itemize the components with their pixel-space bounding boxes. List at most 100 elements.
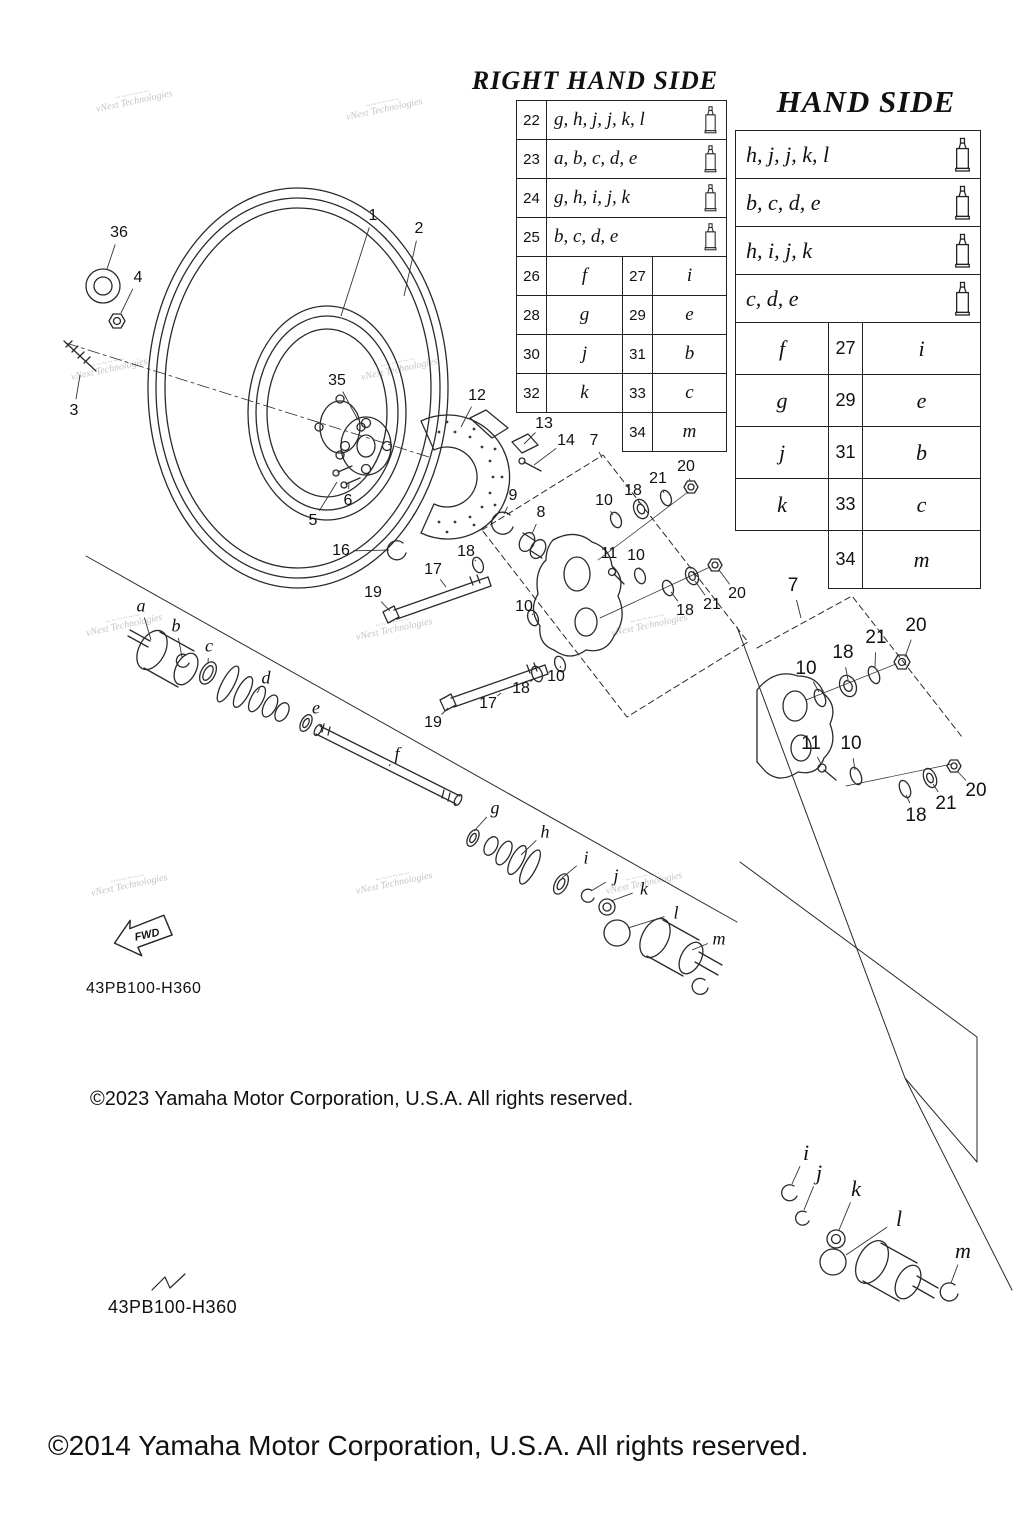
letters-text: c, d, e xyxy=(746,285,799,311)
grease-tube-icon xyxy=(953,281,972,316)
callout-21: 21 xyxy=(649,470,667,487)
table-row: c, d, e xyxy=(734,274,982,323)
stud-11 xyxy=(607,567,647,585)
copyright-2023: ©2023 Yamaha Motor Corporation, U.S.A. A… xyxy=(90,1088,634,1110)
callout-10: 10 xyxy=(595,492,613,509)
callout-36: 36 xyxy=(110,224,128,241)
grease-tube-icon xyxy=(703,145,718,173)
part-number-cell: 29 xyxy=(622,295,653,335)
part-letter-cell: c xyxy=(651,373,728,413)
table-row: b, c, d, e xyxy=(734,178,982,227)
callout-16: 16 xyxy=(332,542,350,559)
callout-8: 8 xyxy=(536,504,546,521)
letters-text: a, b, c, d, e xyxy=(554,148,638,169)
callout-h: h xyxy=(540,821,550,842)
callout-b: b xyxy=(171,615,181,636)
callout-10: 10 xyxy=(627,547,645,564)
part-number-cell: 32 xyxy=(516,373,547,413)
callout-11: 11 xyxy=(600,545,618,562)
callout-18: 18 xyxy=(512,680,530,697)
part-letter-cell: m xyxy=(651,412,728,452)
circlip-16 xyxy=(386,540,407,561)
copyright-2014: ©2014 Yamaha Motor Corporation, U.S.A. A… xyxy=(48,1430,809,1461)
callout-20: 20 xyxy=(905,615,927,636)
callout-m: m xyxy=(955,1238,971,1263)
part-letter-cell: m xyxy=(861,530,982,589)
part-number-cell: 31 xyxy=(828,426,863,479)
letters-text: g, h, i, j, k xyxy=(554,187,630,208)
callout-21: 21 xyxy=(865,627,887,648)
callout-7: 7 xyxy=(589,432,599,449)
grease-tube-icon xyxy=(703,184,718,212)
callout-13: 13 xyxy=(535,415,553,432)
part-number-cell: 29 xyxy=(828,374,863,427)
table-title-right-hand-side: RIGHT HAND SIDE xyxy=(471,66,719,95)
callout-18: 18 xyxy=(457,543,475,560)
callout-a: a xyxy=(136,595,146,616)
leader-lines xyxy=(75,227,967,1284)
callout-k: k xyxy=(851,1176,861,1201)
part-number-cell: 33 xyxy=(828,478,863,531)
part-letters-cell: g, h, j, j, k, l xyxy=(545,100,728,140)
callout-i: i xyxy=(583,847,589,868)
callout-10: 10 xyxy=(515,598,533,615)
part-letter-cell: b xyxy=(651,334,728,374)
letters-text: h, j, j, k, l xyxy=(746,141,830,167)
callout-20: 20 xyxy=(677,458,695,475)
part-letter-cell: j xyxy=(735,426,829,479)
circlip-9 xyxy=(491,511,514,535)
letters-text: b, c, d, e xyxy=(554,226,619,247)
part-letter-cell: f xyxy=(546,256,623,296)
part-number-cell: 23 xyxy=(516,139,547,179)
page-edge-left xyxy=(85,555,738,923)
part-letters-cell: a, b, c, d, e xyxy=(545,139,728,179)
fwd-arrow-icon: FWD xyxy=(113,914,173,957)
part-letter-cell: g xyxy=(735,374,829,427)
wheel-rim xyxy=(247,305,407,521)
callout-3: 3 xyxy=(69,402,79,419)
callout-21: 21 xyxy=(935,793,957,814)
washer-10c xyxy=(526,609,540,627)
assembly-boundary-dashed xyxy=(481,454,749,718)
callout-19: 19 xyxy=(364,584,382,601)
callout-k: k xyxy=(640,878,648,899)
part-number-cell: 22 xyxy=(516,100,547,140)
callout-4: 4 xyxy=(133,269,143,286)
callout-14: 14 xyxy=(557,432,575,449)
cv-axle-assembly xyxy=(127,629,723,996)
part-letters-cell: h, i, j, k xyxy=(734,226,982,275)
callout-18: 18 xyxy=(676,602,694,619)
callout-e: e xyxy=(312,697,320,718)
callout-d: d xyxy=(261,667,271,688)
right-page-cv-joint xyxy=(781,1184,959,1302)
grease-tube-icon xyxy=(953,185,972,220)
table-title-partial: HAND SIDE xyxy=(776,84,956,119)
letters-text: g, h, j, j, k, l xyxy=(554,109,645,130)
grease-tube-icon xyxy=(703,223,718,251)
table-row: 22 g, h, j, j, k, l xyxy=(516,100,728,140)
hub-retainer-parts xyxy=(63,268,126,372)
callout-17: 17 xyxy=(479,695,497,712)
callout-11: 11 xyxy=(801,733,821,754)
callout-18: 18 xyxy=(624,482,642,499)
part-letter-cell: b xyxy=(861,426,982,479)
fwd-label: FWD xyxy=(134,927,161,944)
part-number-cell: 27 xyxy=(622,256,653,296)
callout-19: 19 xyxy=(424,714,442,731)
part-number-cell: 34 xyxy=(622,412,653,452)
callout-17: 17 xyxy=(424,561,442,578)
part-number-cell: 27 xyxy=(828,322,863,375)
drawing-number-1: 43PB100-H360 xyxy=(86,980,202,997)
grease-tube-icon xyxy=(953,233,972,268)
part-letter-cell: k xyxy=(546,373,623,413)
